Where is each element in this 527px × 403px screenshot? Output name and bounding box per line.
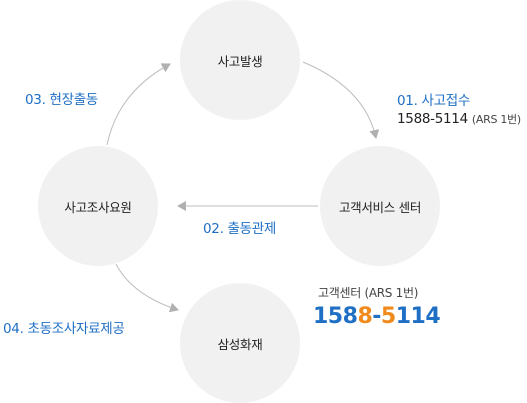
hotline-number-dash: - [372,304,381,329]
arrow-investigator-to-accident [106,63,171,146]
hotline-number-part5: 114 [395,304,441,329]
node-accident-investigator-label: 사고조사요원 [64,199,132,215]
node-accident-investigator: 사고조사요원 [38,146,158,266]
node-customer-service-center: 고객서비스 센터 [320,146,440,266]
node-samsung-fire: 삼성화재 [180,283,300,403]
step-01-label: 01. 사고접수 [397,93,471,109]
hotline-number: 1588-5114 [313,304,441,329]
step-01-ars: (ARS 1번) [471,113,521,126]
hotline-number-part2: 8 [357,304,373,329]
hotline-number-part1: 158 [313,304,358,329]
node-accident-occurrence-label: 사고발생 [217,53,263,69]
hotline-number-part4: 5 [380,304,396,329]
arrow-accident-to-service-center [302,61,380,139]
step-01-phone: 1588-5114 (ARS 1번) [397,111,521,127]
step-03-label: 03. 현장출동 [25,92,99,108]
arrow-investigator-to-samsung [115,263,179,313]
step-01-phone-number: 1588-5114 [397,111,468,127]
step-04-label: 04. 초동조사자료제공 [3,321,125,337]
step-02-label: 02. 출동관제 [203,221,277,237]
hotline-label: 고객센터 (ARS 1번) [318,286,419,300]
node-customer-service-center-label: 고객서비스 센터 [338,199,422,215]
node-accident-occurrence: 사고발생 [180,0,300,120]
node-samsung-fire-label: 삼성화재 [217,336,263,352]
